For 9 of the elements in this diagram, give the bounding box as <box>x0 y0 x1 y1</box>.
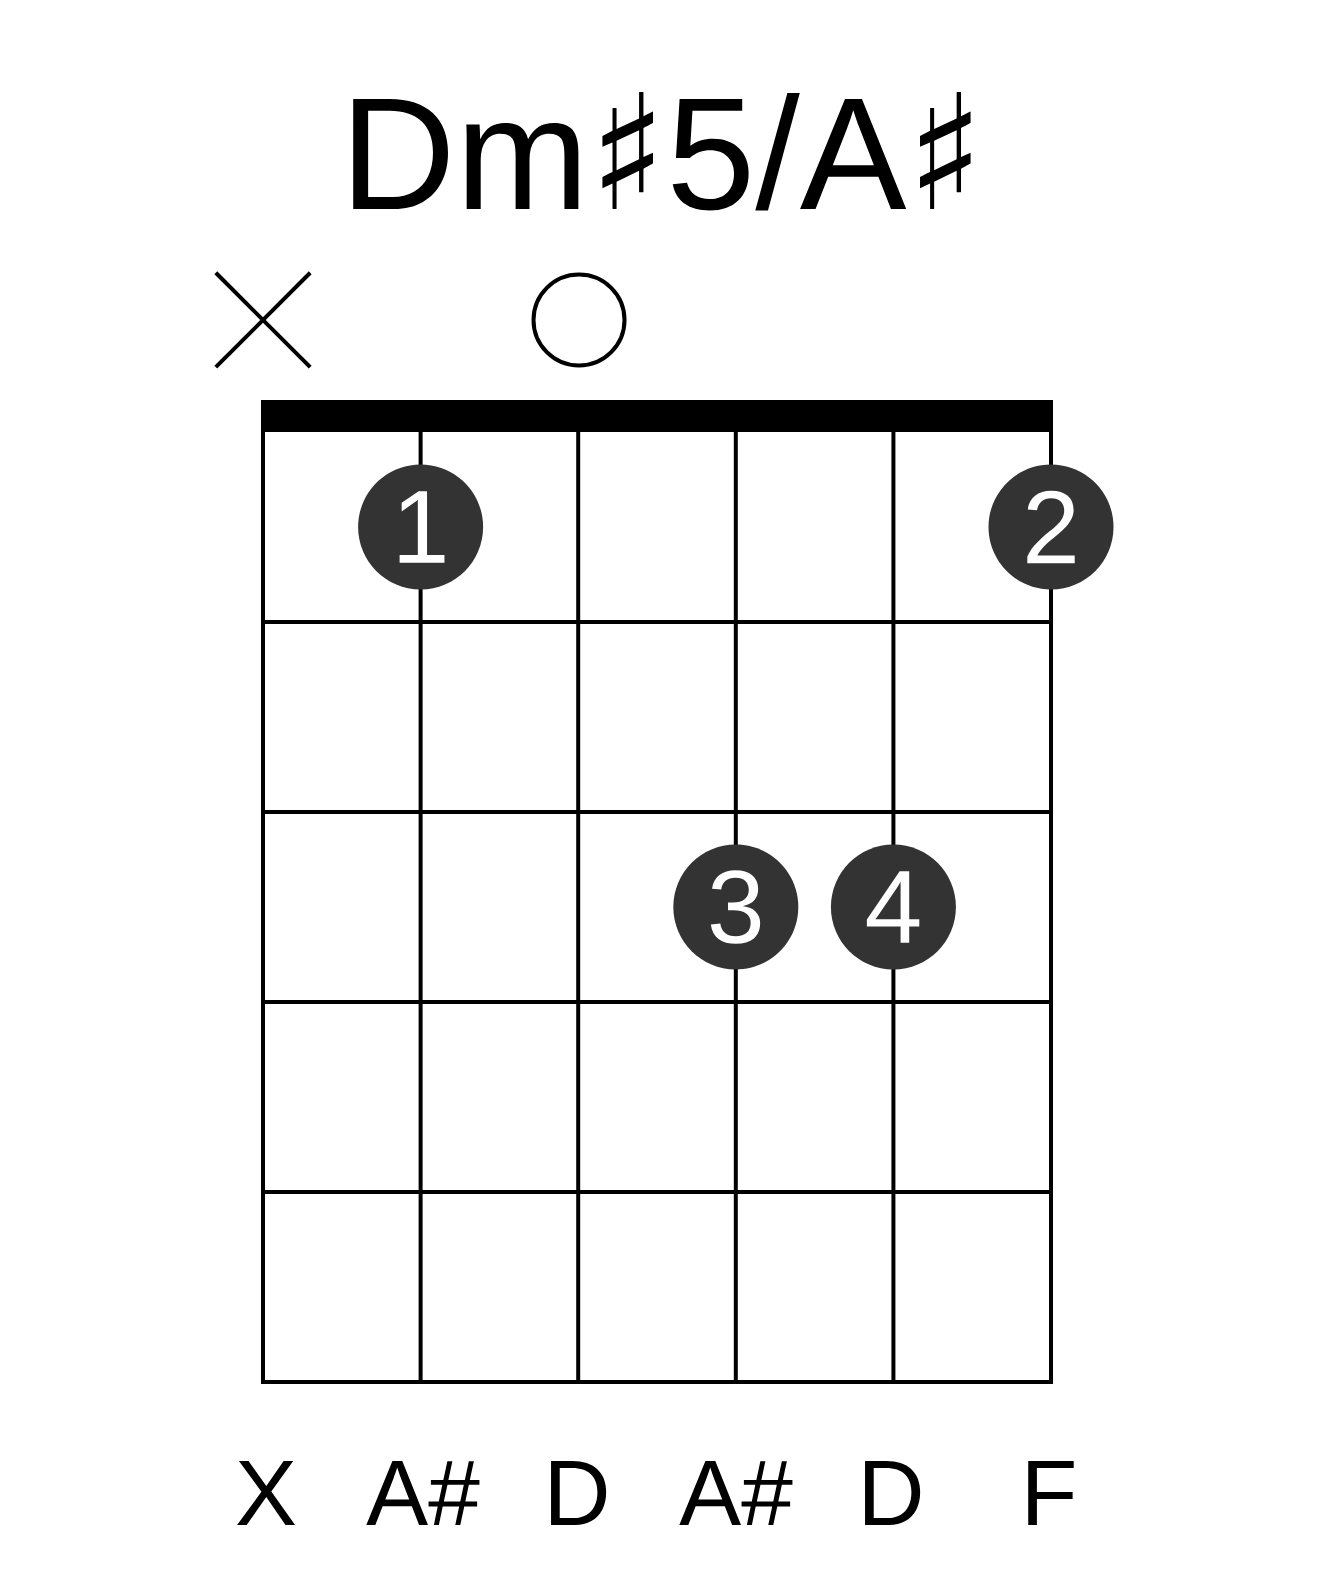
note-label: X <box>237 1461 296 1525</box>
cross-mark <box>214 271 312 369</box>
note-label: D <box>551 1461 607 1525</box>
note-label: A# <box>366 1461 480 1525</box>
note-label: D <box>865 1461 921 1525</box>
note-label: F <box>1028 1461 1074 1525</box>
note-label: A# <box>679 1461 793 1525</box>
chord-title: Dm♯5/A♯ <box>353 92 971 211</box>
circle-mark <box>531 272 627 368</box>
